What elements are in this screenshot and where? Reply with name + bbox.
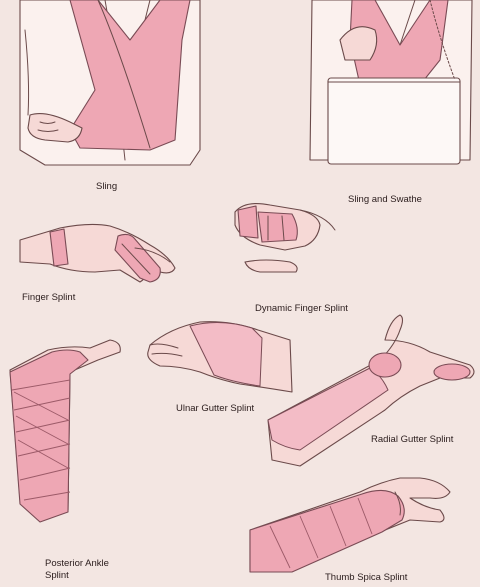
ulnar-gutter-splint-label: Ulnar Gutter Splint xyxy=(176,403,255,414)
sling-and-swathe-figure xyxy=(309,0,473,165)
thumb-spica-splint-figure xyxy=(249,477,451,573)
posterior-ankle-splint-label-line2: Splint xyxy=(45,570,69,581)
dynamic-finger-splint-figure xyxy=(234,203,336,273)
sling-label: Sling xyxy=(96,181,118,192)
sling-and-swathe-label: Sling and Swathe xyxy=(348,194,422,205)
finger-splint-figure xyxy=(19,223,176,283)
posterior-ankle-splint-figure xyxy=(9,339,121,523)
finger-splint-label: Finger Splint xyxy=(22,292,76,303)
radial-gutter-splint-label: Radial Gutter Splint xyxy=(371,434,454,445)
thumb-spica-splint-label: Thumb Spica Splint xyxy=(325,572,408,583)
radial-gutter-splint-figure xyxy=(267,314,475,467)
dynamic-finger-splint-label: Dynamic Finger Splint xyxy=(255,303,348,314)
ulnar-gutter-splint-figure xyxy=(147,321,293,393)
sling-figure xyxy=(19,0,201,166)
posterior-ankle-splint-label-line1: Posterior Ankle xyxy=(45,558,109,569)
